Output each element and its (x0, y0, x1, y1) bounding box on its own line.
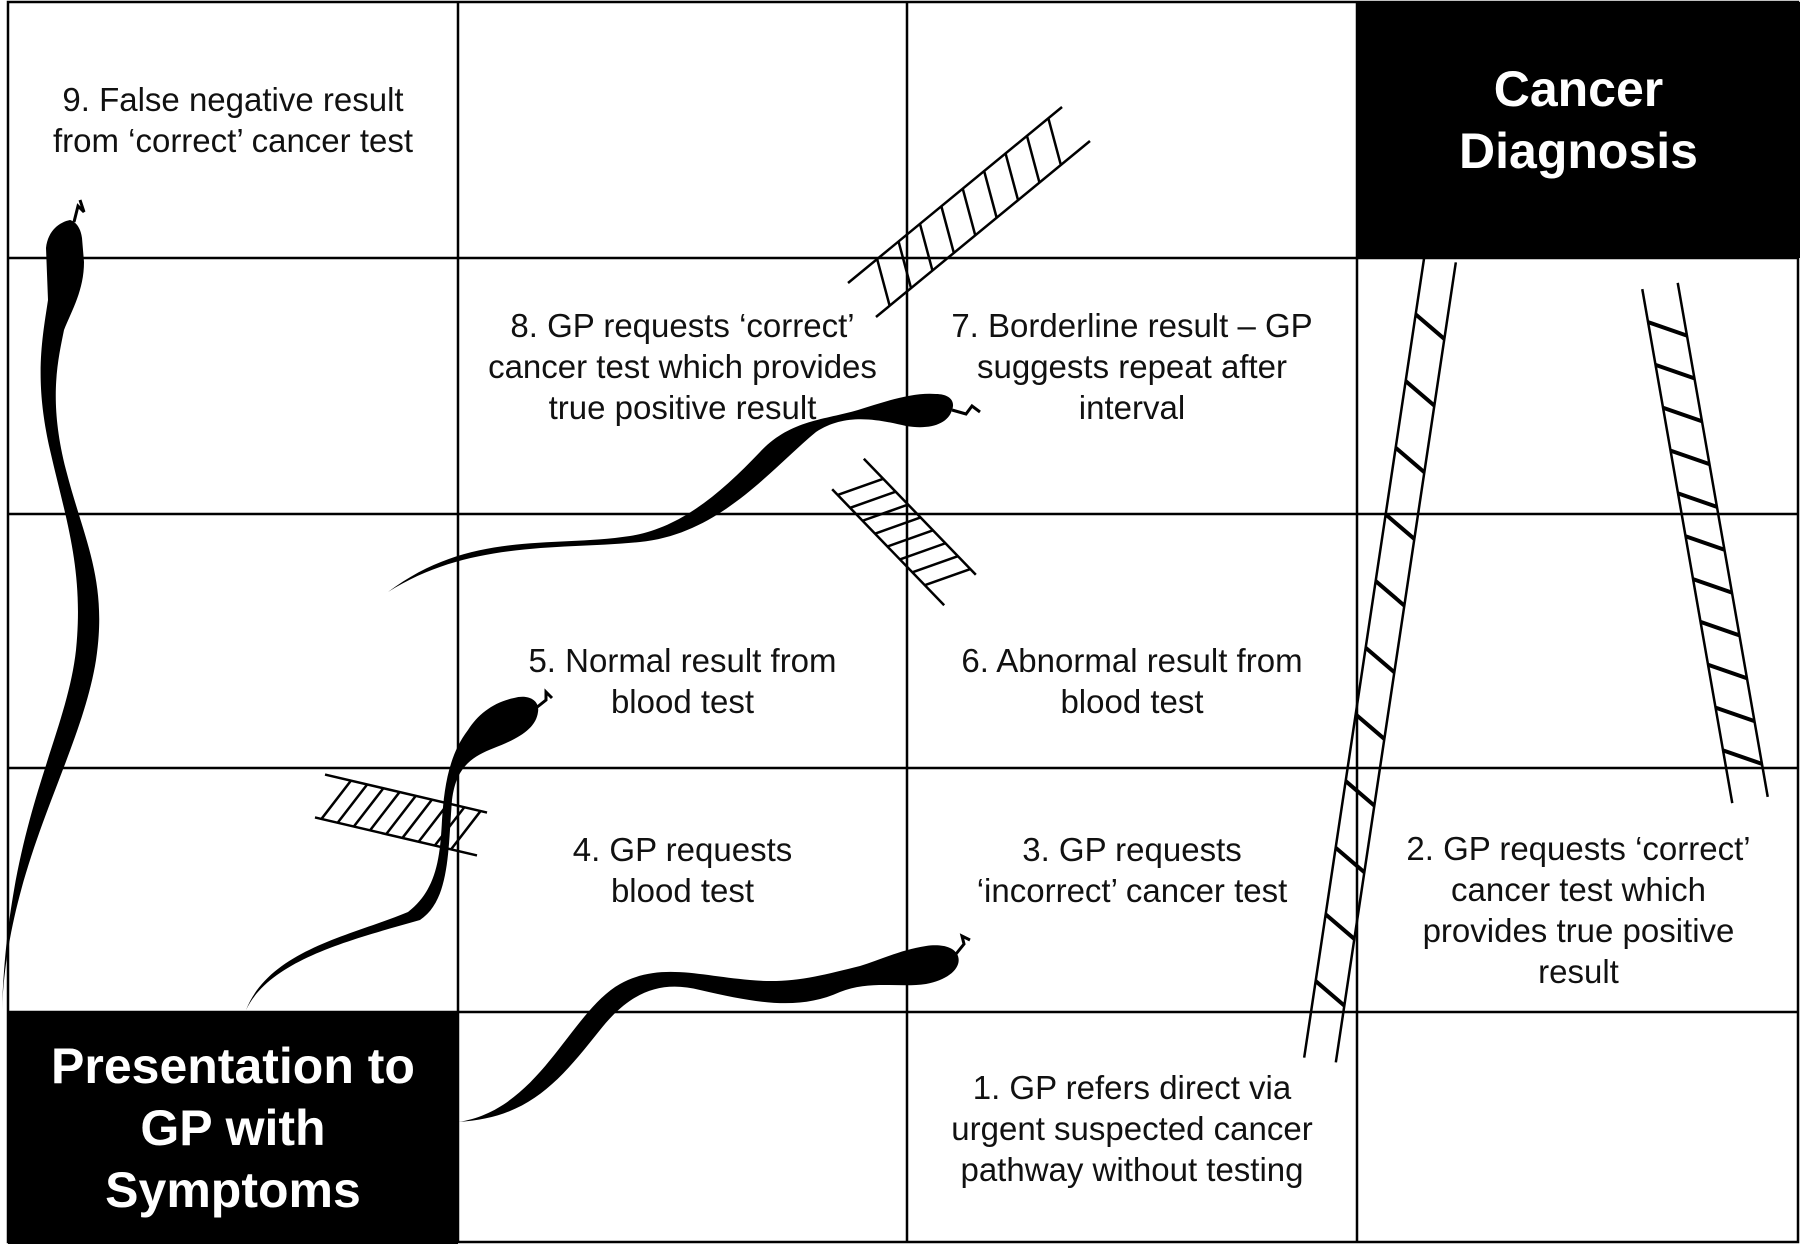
snake-icon (2, 220, 100, 1010)
ladder-rung (961, 188, 977, 236)
ladder-rung (1669, 448, 1711, 466)
ladder-rung (1677, 491, 1718, 509)
square-step-4-label: 4. GP requests blood test (572, 831, 793, 909)
ladder-rung (940, 205, 956, 254)
square-presentation-to-gp: Presentation to GP with Symptoms (8, 1012, 458, 1244)
square-step-5: 5. Normal result from blood test (458, 514, 907, 768)
ladder-rung (1025, 135, 1041, 183)
ladder-rung (385, 795, 417, 835)
ladder-rung (1364, 646, 1396, 674)
square-step-5-label: 5. Normal result from blood test (528, 642, 837, 720)
ladder-rung (1394, 446, 1426, 474)
ladder-rung (1047, 117, 1063, 166)
square-step-4: 4. GP requests blood test (458, 768, 907, 1012)
ladder-rung (1722, 748, 1763, 766)
ladder-rung (369, 791, 401, 832)
ladder-rung (1414, 312, 1446, 341)
ladder-rail (1676, 282, 1769, 798)
ladder-rung (1692, 577, 1733, 595)
square-step-8: 8. GP requests ‘correct’ cancer test whi… (458, 258, 907, 514)
ladder-rail (847, 106, 1063, 284)
square-step-1-label: 1. GP refers direct via urgent suspected… (951, 1068, 1313, 1188)
square-step-8-label: 8. GP requests ‘correct’ cancer test whi… (488, 306, 877, 426)
square-step-2: 2. GP requests ‘correct’ cancer test whi… (1357, 768, 1800, 1012)
ladder-rung (1647, 320, 1688, 338)
ladder-rung (1004, 153, 1020, 201)
ladder-rung (1662, 405, 1703, 424)
square-presentation-to-gp-label: Presentation to GP with Symptoms (51, 1038, 415, 1218)
square-step-6-label: 6. Abnormal result from blood test (961, 642, 1303, 720)
ladder-rung (1707, 662, 1748, 681)
square-step-9-label: 9. False negative result from ‘correct’ … (52, 81, 414, 159)
ladder-rung (1404, 379, 1436, 408)
ladder-rung (1354, 712, 1386, 741)
square-cancer-diagnosis: Cancer Diagnosis (1357, 2, 1800, 258)
ladder-rung (1684, 534, 1726, 552)
ladder-rung (1384, 512, 1416, 541)
square-step-7-label: 7. Borderline result – GP suggests repea… (951, 306, 1313, 426)
ladder-rung (1374, 579, 1406, 608)
ladder-rung (352, 787, 385, 828)
ladder-icon (1641, 282, 1769, 804)
ladder-rung (401, 798, 433, 839)
ladder-rail (1641, 288, 1734, 804)
ladder-rung (417, 802, 450, 843)
square-step-6: 6. Abnormal result from blood test (907, 514, 1357, 768)
ladder-rung (320, 779, 352, 820)
square-step-9: 9. False negative result from ‘correct’ … (8, 2, 458, 258)
square-step-3-label: 3. GP requests ‘incorrect’ cancer test (976, 831, 1288, 909)
square-cancer-diagnosis-label: Cancer Diagnosis (1459, 61, 1698, 179)
ladder-rung (336, 783, 369, 824)
square-step-3: 3. GP requests ‘incorrect’ cancer test (907, 768, 1357, 1012)
square-step-2-label: 2. GP requests ‘correct’ cancer test whi… (1406, 830, 1751, 990)
ladder-rail (314, 816, 478, 857)
ladder-rung (1714, 705, 1756, 723)
square-step-1: 1. GP refers direct via urgent suspected… (907, 1012, 1357, 1244)
ladder-rung (982, 170, 998, 219)
ladder-rung (1654, 363, 1696, 381)
ladder-rung (1699, 620, 1741, 638)
square-step-7: 7. Borderline result – GP suggests repea… (907, 258, 1357, 514)
